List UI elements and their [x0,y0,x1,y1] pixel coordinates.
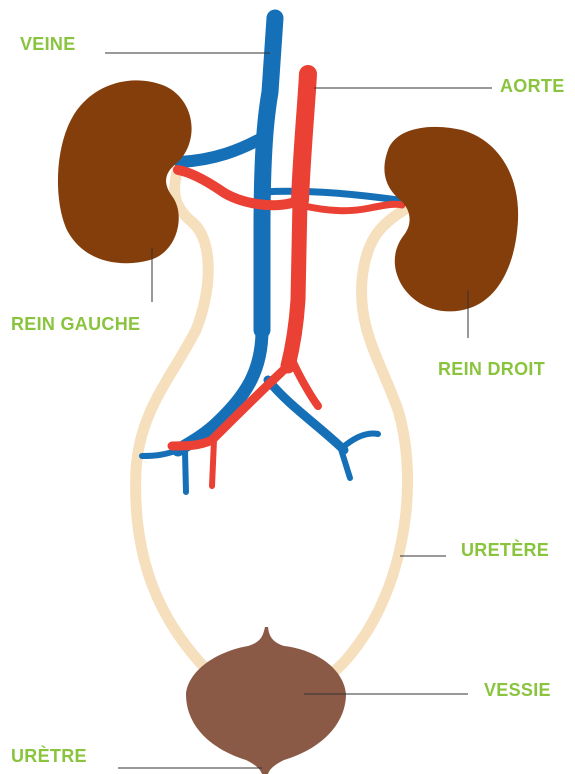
vena-cava-upper [262,18,275,330]
vein-system [142,18,398,492]
renal-vein-right [262,191,398,200]
iliac-artery-right [292,360,318,406]
aorta-branch-right [300,204,402,211]
bladder [186,627,346,774]
label-rein-gauche: REIN GAUCHE [11,314,140,335]
aorta-lower [288,200,300,366]
label-uretre: URÈTRE [11,746,87,767]
right-kidney [384,127,518,311]
label-veine: VEINE [20,34,76,55]
aorta-upper [300,74,308,200]
label-vessie: VESSIE [484,680,551,701]
iliac-vein-right-branch [342,434,378,448]
label-uretere: URETÈRE [461,540,549,561]
aorta-arch-left [178,170,300,205]
iliac-artery-left-down [212,440,214,486]
label-aorte: AORTE [500,76,565,97]
iliac-vein-left [142,450,178,456]
label-rein-droit: REIN DROIT [438,359,545,380]
renal-vein-left [180,138,262,162]
iliac-vein-left-down [185,452,186,492]
